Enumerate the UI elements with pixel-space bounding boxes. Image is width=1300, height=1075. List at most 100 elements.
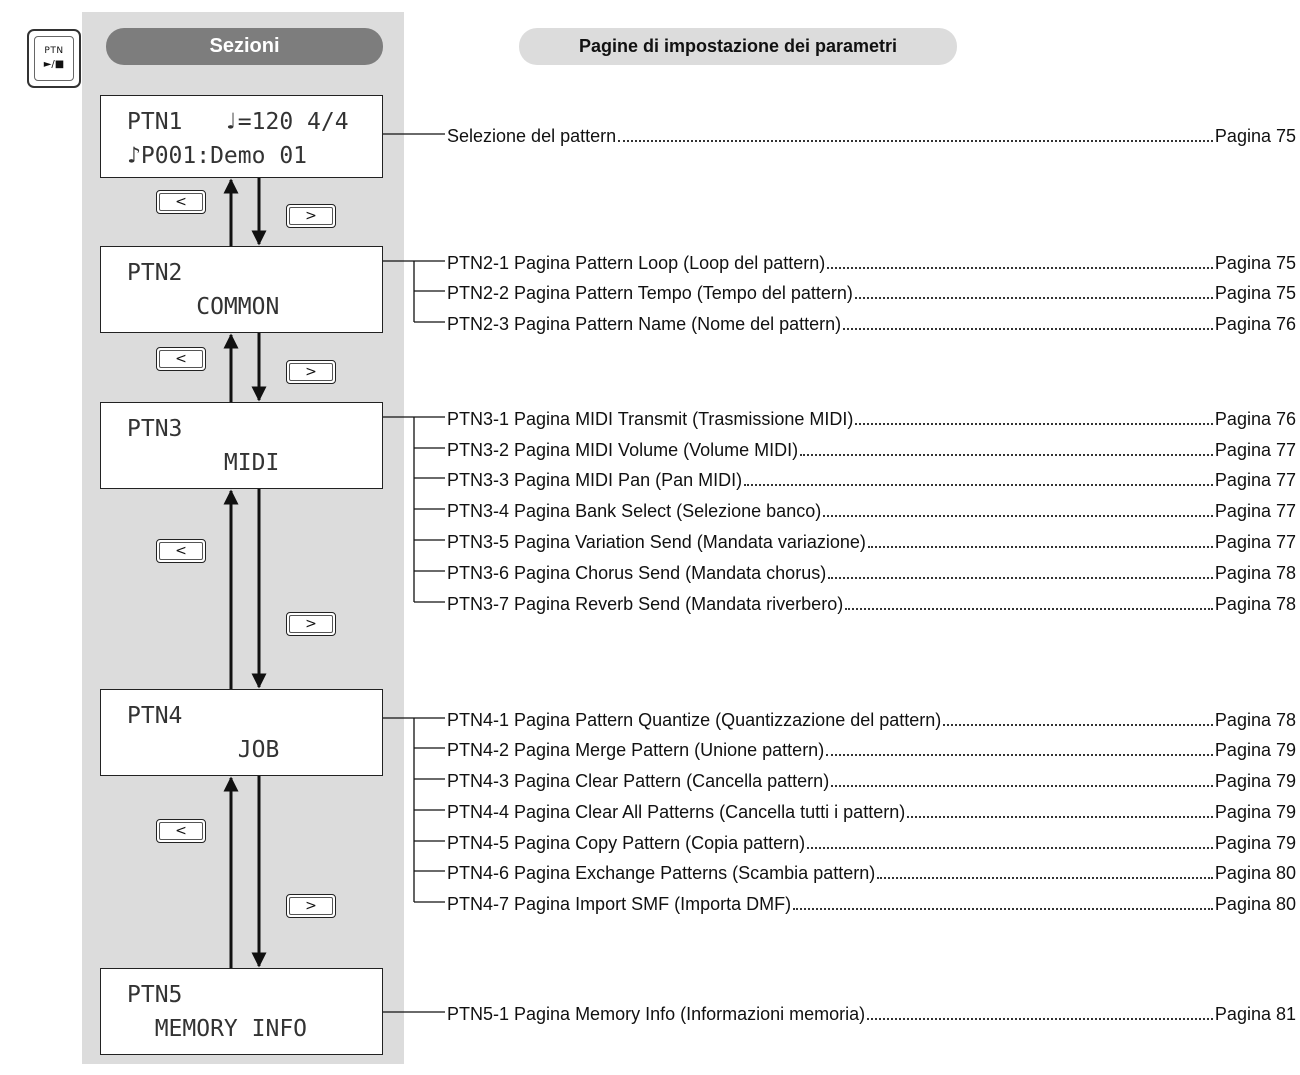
page-entry[interactable]: PTN4-4 Pagina Clear All Patterns (Cancel… [447,797,1296,823]
leader-dots [793,908,1213,910]
leader-dots [618,140,1213,142]
lcd-line-1: PTN4 [127,703,183,729]
play-stop-icon: ►/■ [43,59,65,70]
entry-page-ref: Pagina 76 [1214,314,1296,334]
sections-panel [82,12,404,1064]
ptn-key-label: PTN [44,46,64,56]
leader-dots [828,577,1213,579]
lcd-ptn5[interactable]: PTN5 MEMORY INFO [100,968,383,1055]
next-button-label: > [289,615,333,633]
leader-dots [855,423,1213,425]
next-button-label: > [289,897,333,915]
page-entry[interactable]: PTN2-2 Pagina Pattern Tempo (Tempo del p… [447,278,1296,304]
lcd-ptn1[interactable]: PTN1 ♩=120 4/4 ♪P001:Demo 01 [100,95,383,178]
entry-page-ref: Pagina 81 [1214,1004,1296,1024]
leader-dots [800,454,1213,456]
prev-button-label: < [159,350,203,368]
page-entry[interactable]: PTN4-7 Pagina Import SMF (Importa DMF)Pa… [447,889,1296,915]
lcd-line-1: PTN2 [127,260,183,286]
entry-label: PTN3-3 Pagina MIDI Pan (Pan MIDI) [447,470,743,490]
entry-label: PTN4-1 Pagina Pattern Quantize (Quantizz… [447,710,942,730]
entry-label: Selezione del pattern [447,126,617,146]
page-entry[interactable]: PTN4-5 Pagina Copy Pattern (Copia patter… [447,828,1296,854]
page-entry[interactable]: PTN4-2 Pagina Merge Pattern (Unione patt… [447,735,1296,761]
lcd-ptn4[interactable]: PTN4 JOB [100,689,383,776]
entry-page-ref: Pagina 77 [1214,440,1296,460]
ptn-key-face: PTN ►/■ [34,36,74,81]
page-entry[interactable]: PTN2-3 Pagina Pattern Name (Nome del pat… [447,309,1296,335]
entry-label: PTN3-6 Pagina Chorus Send (Mandata choru… [447,563,827,583]
entry-page-ref: Pagina 75 [1214,253,1296,273]
leader-dots [823,515,1213,517]
entry-label: PTN4-5 Pagina Copy Pattern (Copia patter… [447,833,806,853]
page-entry[interactable]: PTN3-1 Pagina MIDI Transmit (Trasmission… [447,404,1296,430]
page-entry[interactable]: PTN3-5 Pagina Variation Send (Mandata va… [447,527,1296,553]
leader-dots [807,847,1213,849]
entry-page-ref: Pagina 78 [1214,710,1296,730]
lcd-line-1: PTN3 [127,416,183,442]
entry-page-ref: Pagina 78 [1214,594,1296,614]
leader-dots [877,877,1213,879]
leader-dots [854,297,1213,299]
entry-label: PTN3-7 Pagina Reverb Send (Mandata river… [447,594,844,614]
lcd-line-1: PTN5 [127,982,183,1008]
lcd-line-2: MEMORY INFO [127,1016,308,1042]
entry-label: PTN4-2 Pagina Merge Pattern (Unione patt… [447,740,825,760]
leader-dots [943,724,1213,726]
entry-page-ref: Pagina 77 [1214,532,1296,552]
page-entry[interactable]: PTN3-7 Pagina Reverb Send (Mandata river… [447,589,1296,615]
lcd-ptn3[interactable]: PTN3 MIDI [100,402,383,489]
entry-label: PTN4-6 Pagina Exchange Patterns (Scambia… [447,863,876,883]
next-button-label: > [289,363,333,381]
prev-button[interactable]: < [156,347,206,371]
page-entry[interactable]: Selezione del pattern Pagina 75 [447,121,1296,147]
page-entry[interactable]: PTN4-3 Pagina Clear Pattern (Cancella pa… [447,766,1296,792]
page-entry[interactable]: PTN3-4 Pagina Bank Select (Selezione ban… [447,496,1296,522]
entry-label: PTN4-7 Pagina Import SMF (Importa DMF) [447,894,792,914]
ptn-play-stop-key[interactable]: PTN ►/■ [27,29,81,88]
entry-page-ref: Pagina 76 [1214,409,1296,429]
entry-label: PTN2-3 Pagina Pattern Name (Nome del pat… [447,314,842,334]
entry-page-ref: Pagina 75 [1214,283,1296,303]
entry-page-ref: Pagina 79 [1214,802,1296,822]
page-entry[interactable]: PTN4-6 Pagina Exchange Patterns (Scambia… [447,858,1296,884]
entry-label: PTN3-2 Pagina MIDI Volume (Volume MIDI) [447,440,799,460]
entry-label: PTN3-5 Pagina Variation Send (Mandata va… [447,532,866,552]
prev-button[interactable]: < [156,539,206,563]
leader-dots [867,546,1213,548]
page-entry[interactable]: PTN5-1 Pagina Memory Info (Informazioni … [447,999,1296,1025]
prev-button-label: < [159,193,203,211]
prev-button[interactable]: < [156,819,206,843]
leader-dots [845,608,1213,610]
leader-dots [831,785,1213,787]
parameter-pages-header: Pagine di impostazione dei parametri [519,28,957,65]
entry-page-ref: Pagina 77 [1214,470,1296,490]
entry-label: PTN4-3 Pagina Clear Pattern (Cancella pa… [447,771,830,791]
page-entry[interactable]: PTN3-3 Pagina MIDI Pan (Pan MIDI) Pagina … [447,465,1296,491]
prev-button-label: < [159,822,203,840]
page-entry[interactable]: PTN4-1 Pagina Pattern Quantize (Quantizz… [447,705,1296,731]
next-button[interactable]: > [286,360,336,384]
lcd-ptn2[interactable]: PTN2 COMMON [100,246,383,333]
entry-page-ref: Pagina 77 [1214,501,1296,521]
leader-dots [826,754,1213,756]
entry-label: PTN3-1 Pagina MIDI Transmit (Trasmission… [447,409,854,429]
next-button[interactable]: > [286,204,336,228]
entry-page-ref: Pagina 75 [1214,126,1296,146]
entry-label: PTN4-4 Pagina Clear All Patterns (Cancel… [447,802,906,822]
lcd-line-2: COMMON [127,294,280,320]
next-button-label: > [289,207,333,225]
entry-page-ref: Pagina 79 [1214,833,1296,853]
leader-dots [744,484,1213,486]
entry-label: PTN2-2 Pagina Pattern Tempo (Tempo del p… [447,283,853,303]
entry-page-ref: Pagina 79 [1214,740,1296,760]
page-entry[interactable]: PTN3-2 Pagina MIDI Volume (Volume MIDI) P… [447,435,1296,461]
page-entry[interactable]: PTN3-6 Pagina Chorus Send (Mandata choru… [447,558,1296,584]
page-entry[interactable]: PTN2-1 Pagina Pattern Loop (Loop del pat… [447,248,1296,274]
next-button[interactable]: > [286,894,336,918]
prev-button[interactable]: < [156,190,206,214]
lcd-line-2: MIDI [127,450,280,476]
next-button[interactable]: > [286,612,336,636]
